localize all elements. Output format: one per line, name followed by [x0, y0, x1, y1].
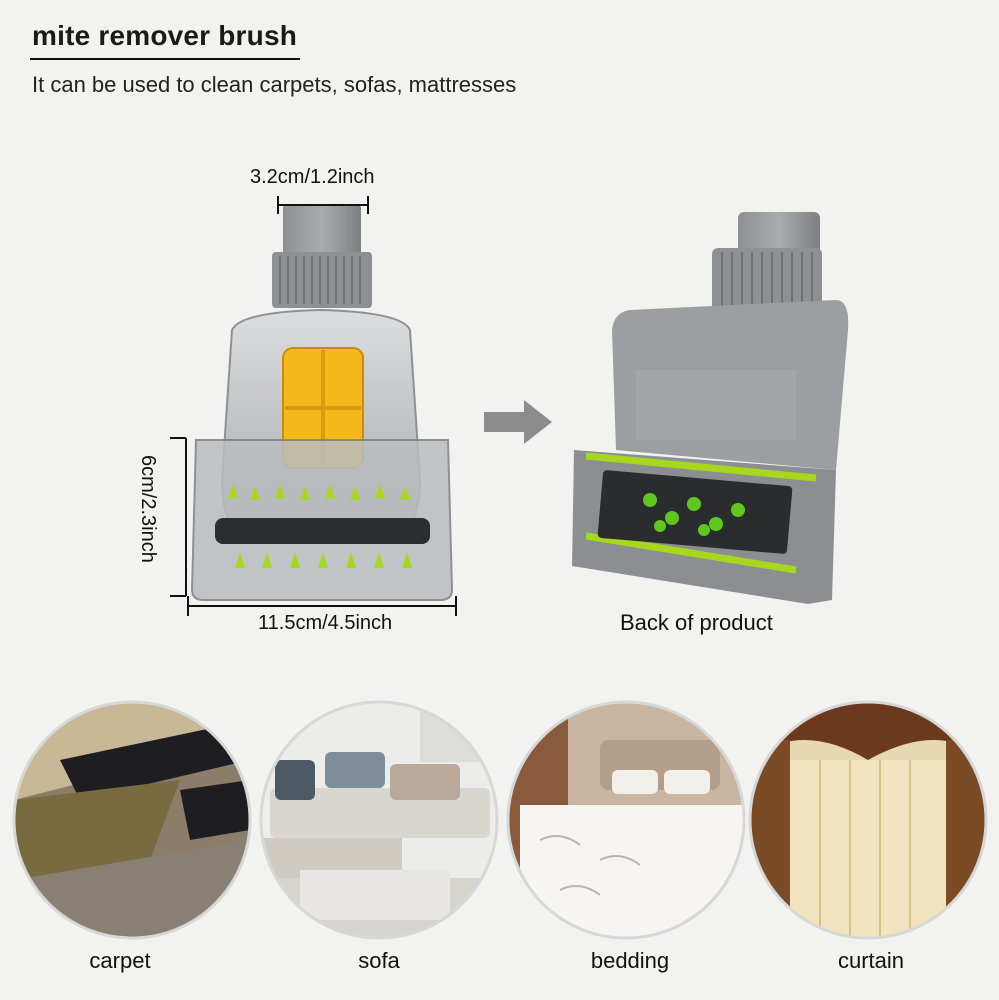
- height-dimension-label: 6cm/2.3inch: [137, 455, 159, 563]
- nozzle-dimension-label: 3.2cm/1.2inch: [250, 166, 375, 188]
- sofa-image: [259, 700, 499, 940]
- front-product: [190, 205, 454, 601]
- curtain-image: [748, 700, 988, 940]
- back-product-caption: Back of product: [620, 610, 773, 635]
- bedding-image: [506, 700, 746, 940]
- scene-label-carpet: carpet: [89, 948, 151, 973]
- title-underline: [30, 58, 300, 60]
- scene-label-sofa: sofa: [358, 948, 400, 973]
- page-title: mite remover brush: [32, 20, 298, 51]
- scene-label-bedding: bedding: [590, 948, 670, 973]
- page-subtitle: It can be used to clean carpets, sofas, …: [32, 72, 517, 97]
- carpet-image: [12, 700, 252, 940]
- width-dimension-label: 11.5cm/4.5inch: [258, 612, 393, 634]
- dimension-lines: [170, 196, 457, 616]
- scene-label-curtain: curtain: [837, 948, 905, 973]
- back-product: [572, 212, 849, 604]
- arrow-right-icon: [484, 400, 552, 444]
